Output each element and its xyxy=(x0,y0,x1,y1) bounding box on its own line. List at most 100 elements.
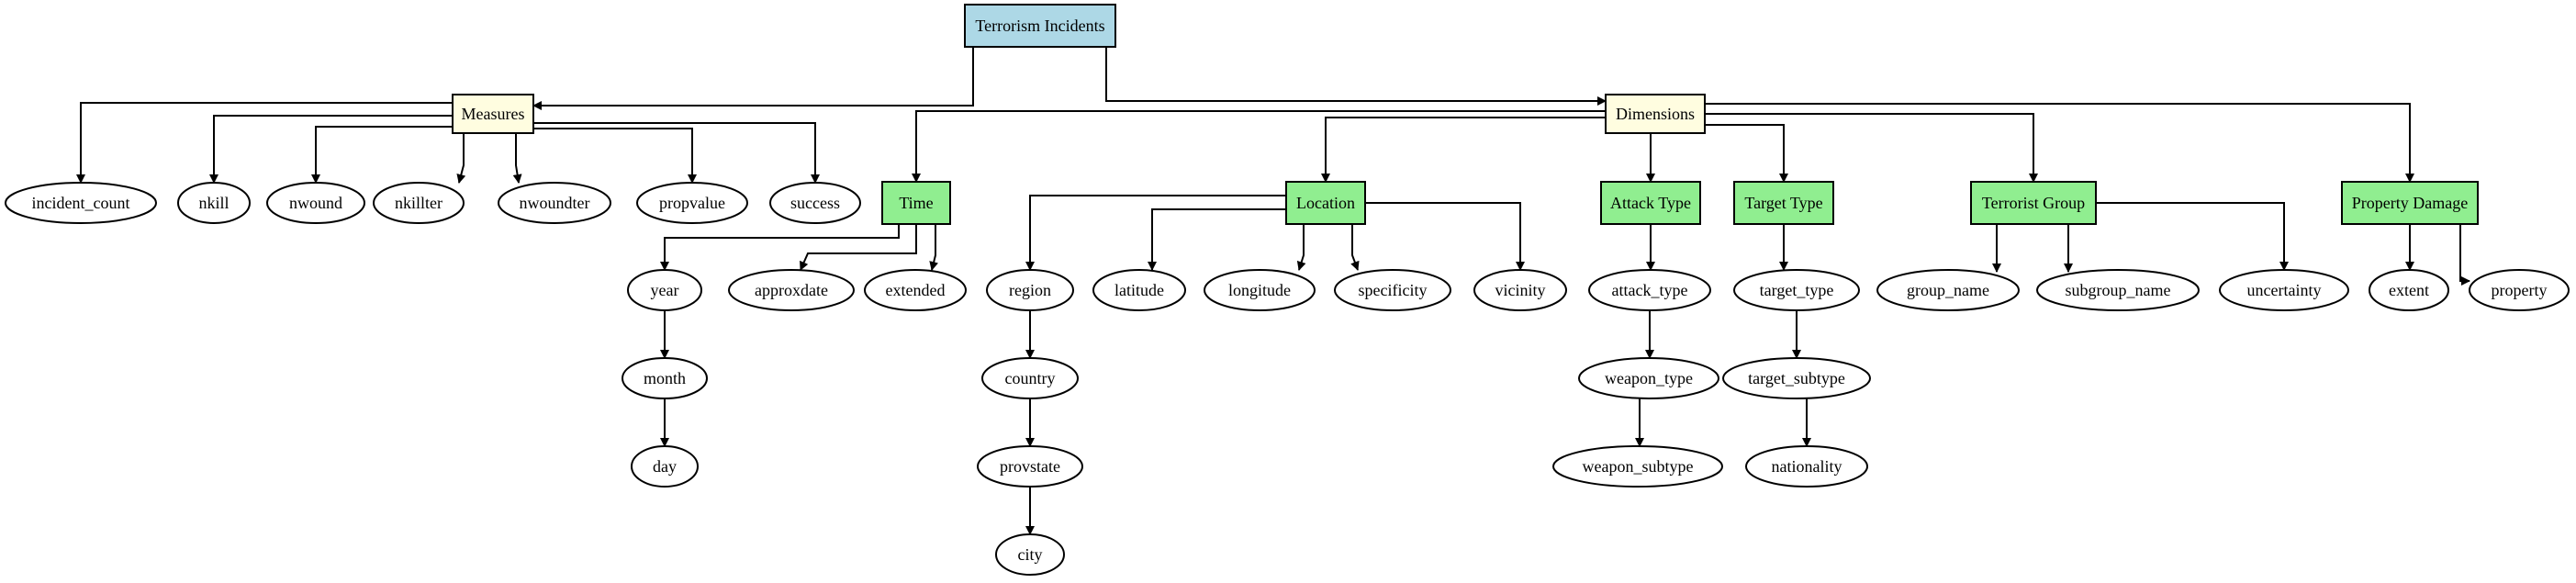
node-subgroup-name: subgroup_name xyxy=(2036,269,2200,311)
node-target-type-cat: Target Type xyxy=(1733,181,1834,225)
node-nationality: nationality xyxy=(1745,445,1868,488)
node-shape-nkill xyxy=(177,182,251,224)
node-extended: extended xyxy=(864,269,967,311)
node-label-city: city xyxy=(1018,545,1043,564)
node-label-provstate: provstate xyxy=(1000,457,1060,476)
node-label-approxdate: approxdate xyxy=(755,281,828,299)
node-weapon-subtype: weapon_subtype xyxy=(1552,445,1723,488)
node-label-measures: Measures xyxy=(462,105,525,123)
edge-location-to-region xyxy=(1025,195,1286,271)
node-shape-attack-type xyxy=(1588,269,1711,311)
edge-location-to-vicinity xyxy=(1365,202,1525,271)
node-shape-measures xyxy=(452,94,534,134)
node-label-target-type-cat: Target Type xyxy=(1744,194,1822,212)
edge-measures-to-incident-count xyxy=(76,102,453,184)
edge-dimensions-to-location xyxy=(1321,117,1606,183)
node-label-nkillter: nkillter xyxy=(395,194,442,212)
node-shape-weapon-subtype xyxy=(1552,445,1723,488)
node-shape-target-type-cat xyxy=(1733,181,1834,225)
node-label-target-subtype: target_subtype xyxy=(1748,369,1845,387)
node-label-weapon-type: weapon_type xyxy=(1605,369,1693,387)
node-shape-target-subtype xyxy=(1722,357,1871,399)
node-shape-location xyxy=(1285,181,1366,225)
node-shape-year xyxy=(627,269,702,311)
node-label-target-type: target_type xyxy=(1760,281,1834,299)
node-label-nwound: nwound xyxy=(289,194,342,212)
node-shape-nwound xyxy=(266,182,365,224)
node-shape-country xyxy=(981,357,1079,399)
node-label-uncertainty: uncertainty xyxy=(2247,281,2322,299)
node-shape-day xyxy=(631,445,699,488)
edge-time-to-extended xyxy=(929,224,939,271)
node-shape-extended xyxy=(864,269,967,311)
node-approxdate: approxdate xyxy=(728,269,855,311)
edge-dimensions-to-property-damage xyxy=(1705,103,2414,183)
node-label-attack-type-cat: Attack Type xyxy=(1610,194,1691,212)
node-shape-longitude xyxy=(1204,269,1316,311)
node-success: success xyxy=(769,182,861,224)
node-shape-approxdate xyxy=(728,269,855,311)
edge-dimensions-to-time xyxy=(912,110,1606,183)
node-nkill: nkill xyxy=(177,182,251,224)
edge-dimensions-to-terrorist-group xyxy=(1705,113,2038,183)
node-label-nwoundter: nwoundter xyxy=(520,194,590,212)
node-label-year: year xyxy=(651,281,679,299)
node-shape-nkillter xyxy=(373,182,465,224)
node-label-subgroup-name: subgroup_name xyxy=(2066,281,2171,299)
node-label-attack-type: attack_type xyxy=(1612,281,1688,299)
node-label-property: property xyxy=(2492,281,2548,299)
edge-location-to-latitude xyxy=(1148,208,1286,271)
node-group-name: group_name xyxy=(1876,269,2020,311)
node-terrorist-group: Terrorist Group xyxy=(1970,181,2097,225)
node-label-terrorist-group: Terrorist Group xyxy=(1982,194,2085,212)
node-shape-nwoundter xyxy=(498,182,611,224)
node-vicinity: vicinity xyxy=(1473,269,1567,311)
node-shape-provstate xyxy=(977,445,1083,488)
node-label-weapon-subtype: weapon_subtype xyxy=(1583,457,1694,476)
node-shape-property-damage xyxy=(2341,181,2479,225)
node-label-country: country xyxy=(1005,369,1056,387)
node-country: country xyxy=(981,357,1079,399)
node-shape-subgroup-name xyxy=(2036,269,2200,311)
node-label-extent: extent xyxy=(2389,281,2429,299)
node-target-subtype: target_subtype xyxy=(1722,357,1871,399)
node-shape-success xyxy=(769,182,861,224)
edge-dimensions-to-target-type-cat xyxy=(1705,124,1788,183)
node-month: month xyxy=(622,357,708,399)
node-shape-extent xyxy=(2369,269,2449,311)
node-label-root: Terrorism Incidents xyxy=(975,17,1104,35)
node-nwound: nwound xyxy=(266,182,365,224)
edge-root-to-measures xyxy=(532,47,974,110)
node-label-group-name: group_name xyxy=(1907,281,1989,299)
node-location: Location xyxy=(1285,181,1366,225)
edge-measures-to-propvalue xyxy=(533,128,697,184)
node-shape-region xyxy=(986,269,1074,311)
edge-measures-to-nwoundter xyxy=(512,133,522,184)
node-label-latitude: latitude xyxy=(1114,281,1164,299)
node-shape-vicinity xyxy=(1473,269,1567,311)
node-year: year xyxy=(627,269,702,311)
node-label-extended: extended xyxy=(886,281,946,299)
edge-measures-to-nwound xyxy=(311,126,453,184)
node-extent: extent xyxy=(2369,269,2449,311)
node-shape-uncertainty xyxy=(2219,269,2349,311)
node-latitude: latitude xyxy=(1092,269,1186,311)
node-provstate: provstate xyxy=(977,445,1083,488)
node-measures: Measures xyxy=(452,94,534,134)
edge-root-to-dimensions xyxy=(1105,47,1607,106)
node-longitude: longitude xyxy=(1204,269,1316,311)
node-shape-propvalue xyxy=(636,182,748,224)
edge-location-to-specificity xyxy=(1350,224,1360,271)
node-shape-specificity xyxy=(1334,269,1451,311)
node-shape-weapon-type xyxy=(1578,357,1719,399)
node-label-day: day xyxy=(653,457,677,476)
edge-terrorist-group-to-uncertainty xyxy=(2096,202,2289,271)
node-label-time: Time xyxy=(899,194,933,212)
node-shape-latitude xyxy=(1092,269,1186,311)
node-label-nationality: nationality xyxy=(1772,457,1842,476)
node-target-type: target_type xyxy=(1733,269,1860,311)
node-shape-group-name xyxy=(1876,269,2020,311)
node-shape-nationality xyxy=(1745,445,1868,488)
